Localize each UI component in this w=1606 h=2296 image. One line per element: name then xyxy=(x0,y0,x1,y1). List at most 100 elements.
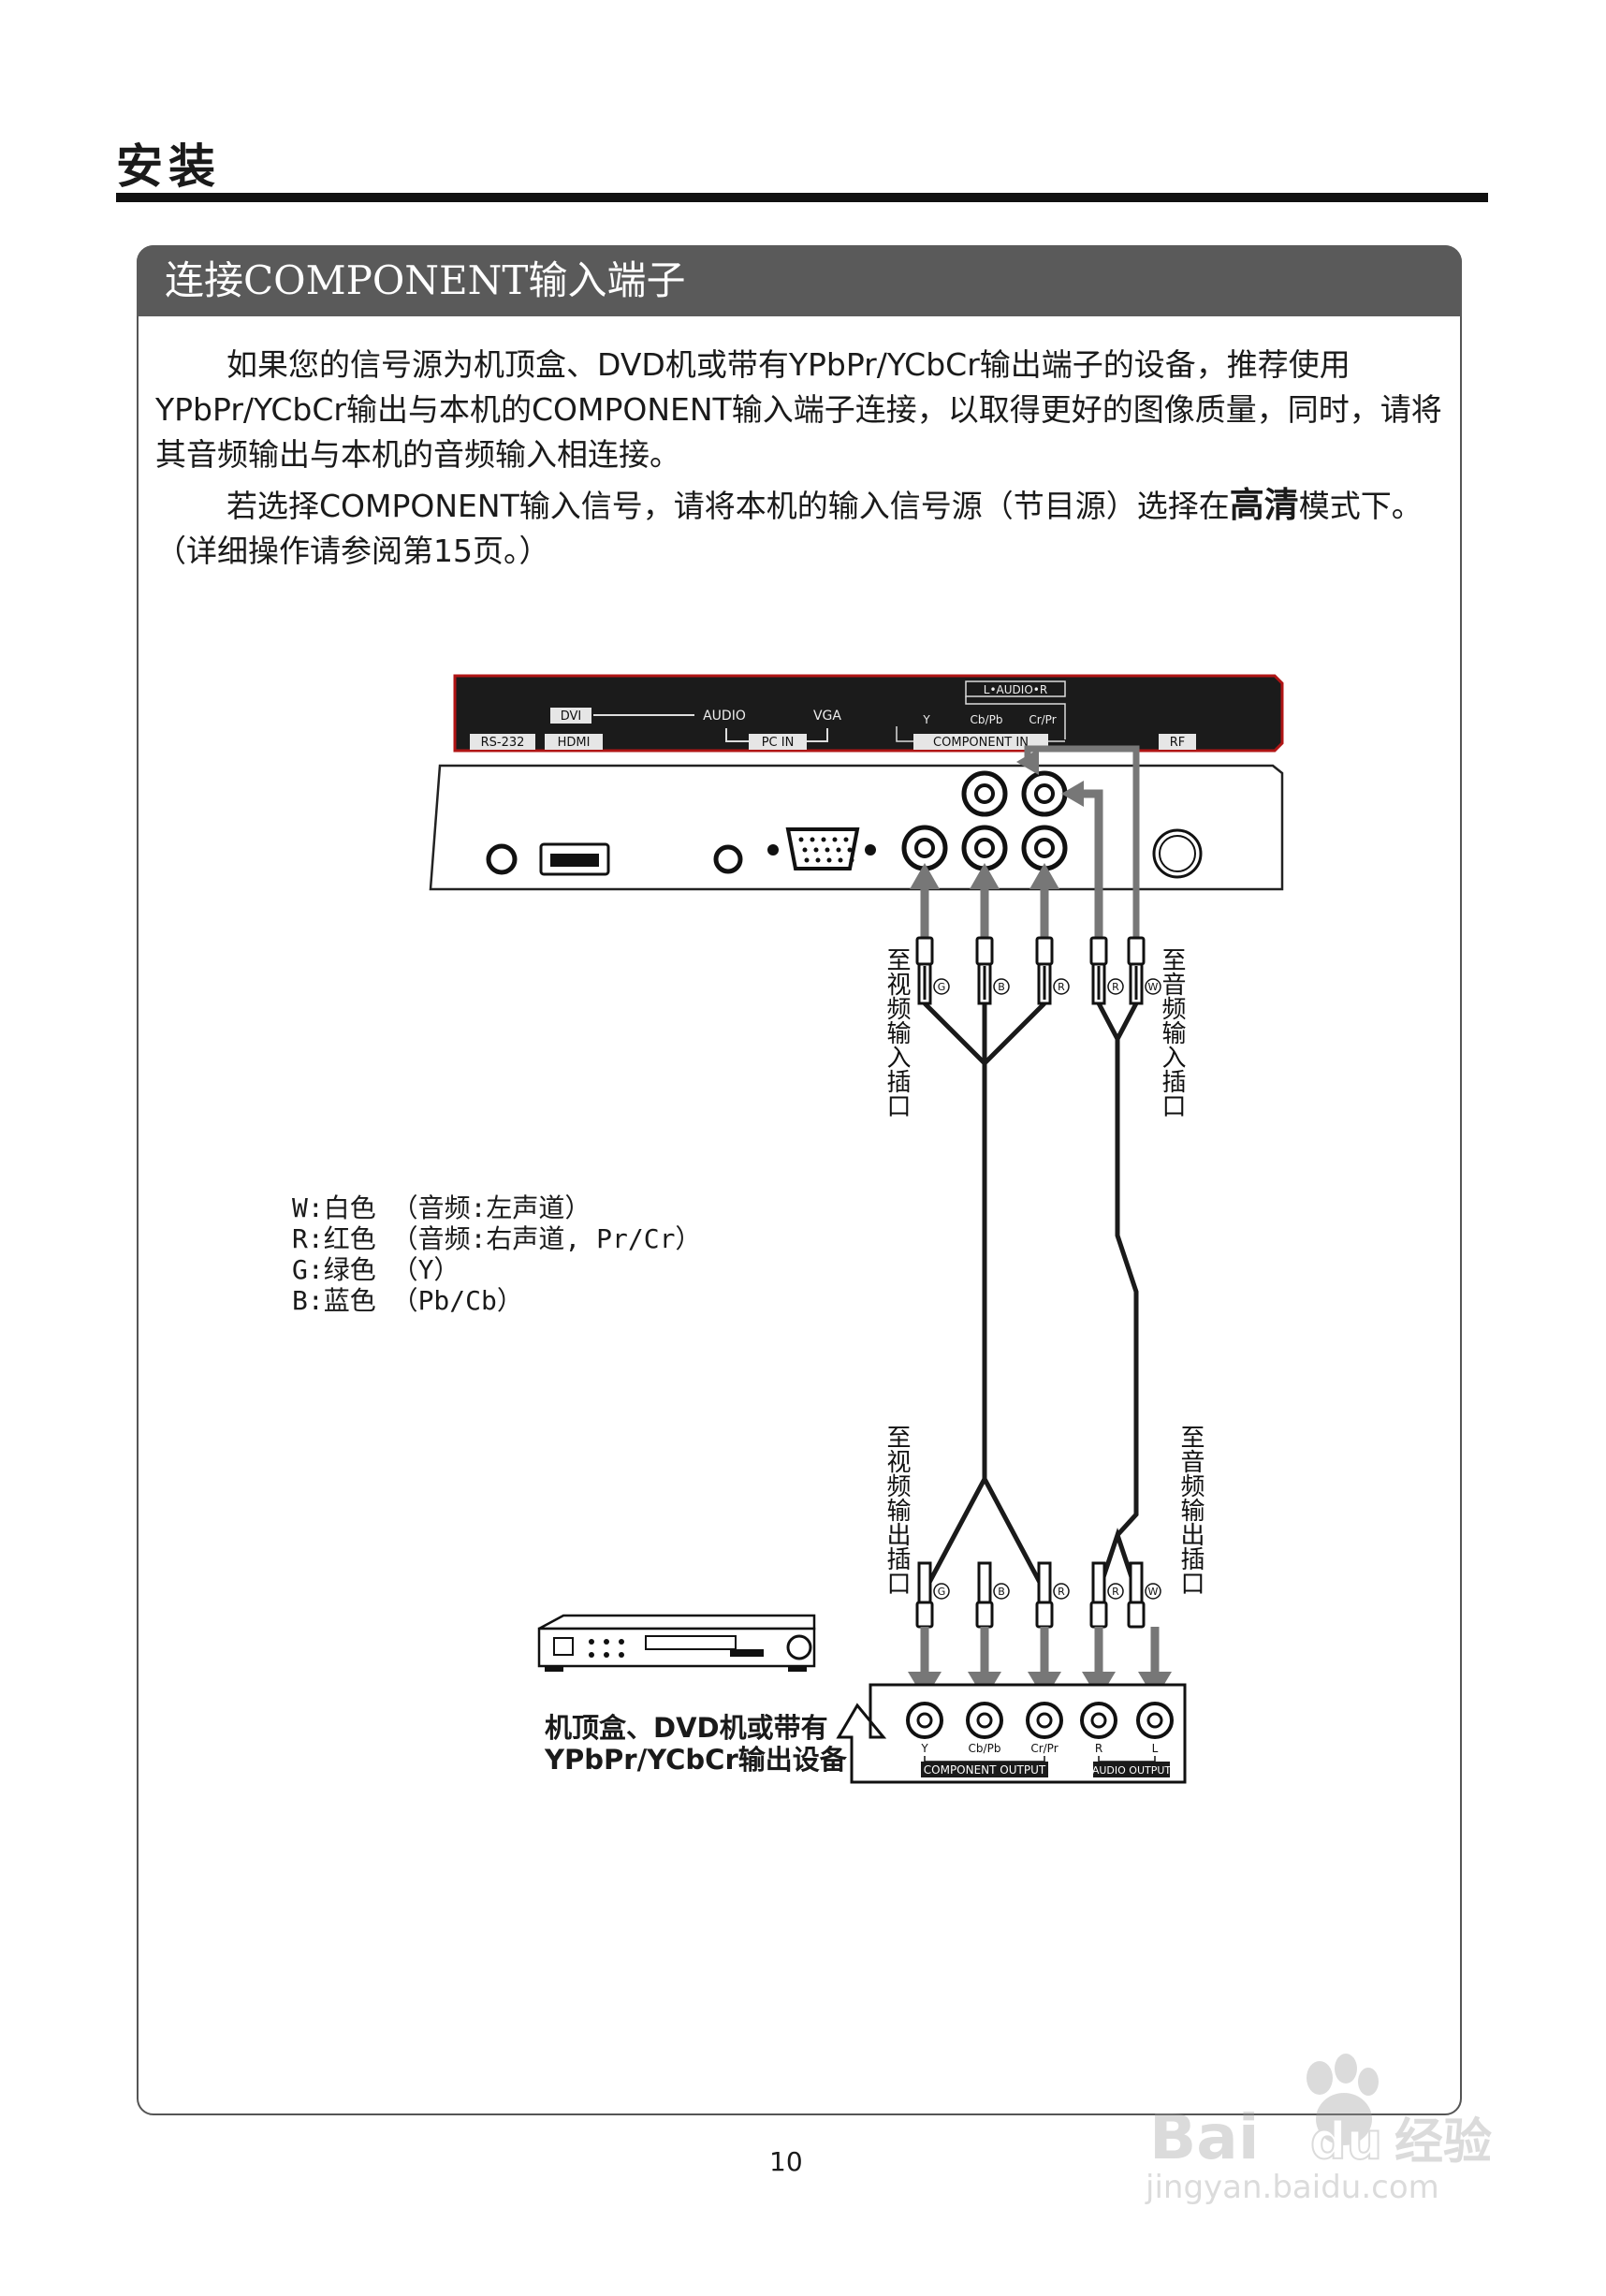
plug-mark-g-bottom: G xyxy=(938,1586,946,1598)
watermark-url: jingyan.baidu.com xyxy=(1145,2169,1439,2206)
cbpb-in-label: Cb/Pb xyxy=(971,713,1003,726)
tv-rca-jacks xyxy=(901,770,1068,871)
vga-screw-left xyxy=(767,844,779,856)
component-in-label-bg xyxy=(913,734,1048,750)
audio-output-label: AUDIO OUTPUT xyxy=(1092,1764,1172,1777)
mode-paragraph: 若选择COMPONENT输入信号，请将本机的输入信号源（节目源）选择在高清模式下… xyxy=(155,483,1443,574)
intro-paragraph: 如果您的信号源为机顶盒、DVD机或带有YPbPr/YCbCr输出端子的设备，推荐… xyxy=(155,346,1442,473)
plug-mark-r-bottom: R xyxy=(1058,1586,1065,1598)
device-output-panel: Y Cb/Pb Cr/Pr R L COMPONENT OUTPUT AUDIO… xyxy=(836,1683,1187,1784)
plug-mark-r-top: R xyxy=(1058,981,1065,993)
legend-text: :蓝色 （Pb/Cb） xyxy=(307,1285,523,1316)
header-rule xyxy=(116,193,1488,202)
hdmi-label: HDMI xyxy=(558,736,591,750)
paw-toe-3 xyxy=(1358,2068,1379,2096)
rf-jack-inner xyxy=(1159,835,1196,872)
dvi-label-bg xyxy=(550,708,591,724)
plug-mark-r2-top: R xyxy=(1112,981,1119,993)
page-number: 10 xyxy=(769,2146,803,2177)
plug-mark-r2-bottom: R xyxy=(1112,1586,1119,1598)
watermark-brand-cn: 经验 xyxy=(1394,2114,1492,2171)
device-caption-line-2: YPbPr/YCbCr输出设备 xyxy=(545,1744,847,1776)
cable-labels: 至视频输入插口 至音频输入插口 至视频输出插口 至音频输出插口 xyxy=(883,947,1204,1595)
legend-text: :红色 （音频:右声道, Pr/Cr） xyxy=(307,1223,702,1254)
vga-pins xyxy=(798,837,854,863)
box-title: 连接COMPONENT输入端子 xyxy=(165,257,686,303)
r-out-label: R xyxy=(1095,1742,1102,1755)
lower-plug-marks: G B R R W xyxy=(933,1583,1161,1600)
video-cable xyxy=(922,1002,1047,1593)
vga-screw-right xyxy=(865,844,876,856)
legend-mark: R xyxy=(292,1223,308,1254)
y-in-label: Y xyxy=(922,713,930,726)
rs232-label: RS-232 xyxy=(481,736,525,750)
component-in-label: COMPONENT IN xyxy=(933,736,1029,750)
rf-label: RF xyxy=(1170,736,1186,750)
mode-highlight: 高清 xyxy=(1229,485,1299,525)
rs232-label-bg xyxy=(470,734,535,750)
section-heading: 安装 xyxy=(116,139,221,194)
device-caption-line-1: 机顶盒、DVD机或带有 xyxy=(545,1712,828,1744)
plug-mark-b-top: B xyxy=(998,981,1005,993)
rs232-jack xyxy=(486,843,518,875)
hdmi-port xyxy=(539,842,610,876)
l-out-label: L xyxy=(1152,1742,1159,1755)
vga-port xyxy=(785,827,860,870)
mode-text-pre: 若选择COMPONENT输入信号，请将本机的输入信号源（节目源）选择在 xyxy=(226,488,1230,524)
cbpb-out-label: Cb/Pb xyxy=(969,1742,1001,1755)
box-title-bar xyxy=(137,245,1462,316)
audio-lr-label: L•AUDIO•R xyxy=(984,683,1047,696)
plug-mark-g-top: G xyxy=(938,981,946,993)
legend-row: B:蓝色 （Pb/Cb） xyxy=(292,1285,701,1316)
crpr-in-label: Cr/Pr xyxy=(1029,713,1056,726)
hdmi-label-bg xyxy=(545,734,603,750)
watermark-brand-2: du xyxy=(1310,2112,1382,2171)
plug-mark-b-bottom: B xyxy=(998,1586,1005,1598)
legend-text: :绿色 （Y） xyxy=(307,1254,460,1285)
pcin-label: PC IN xyxy=(762,736,795,750)
crpr-out-label: Cr/Pr xyxy=(1030,1742,1058,1755)
upper-plugs xyxy=(915,936,1146,1005)
pc-audio-jack xyxy=(713,844,743,874)
lower-plugs xyxy=(915,1561,1146,1629)
tv-input-arrows xyxy=(910,745,1140,938)
plug-mark-w-bottom: W xyxy=(1148,1586,1159,1598)
upper-plug-marks: G B R R W xyxy=(933,978,1161,995)
pcin-label-bg xyxy=(749,734,807,750)
dvi-label: DVI xyxy=(561,709,582,724)
legend-mark: B xyxy=(292,1285,308,1316)
tv-connector-panel xyxy=(429,764,1284,891)
legend-mark: W xyxy=(292,1192,308,1223)
audio-in-label: 至音频输入插口 xyxy=(1158,947,1186,1118)
dvd-player-illustration xyxy=(537,1614,816,1672)
video-in-label: 至视频输入插口 xyxy=(883,947,911,1118)
paw-pad xyxy=(1316,2093,1372,2145)
vga-label: VGA xyxy=(813,709,841,724)
legend-mark: G xyxy=(292,1254,308,1285)
legend-text: :白色 （音频:左声道） xyxy=(307,1192,591,1223)
rf-label-bg xyxy=(1159,734,1196,750)
y-out-label: Y xyxy=(920,1742,928,1755)
audio-out-label: 至音频输出插口 xyxy=(1176,1425,1204,1595)
paw-toe-1 xyxy=(1307,2061,1333,2095)
color-legend: W:白色 （音频:左声道） R:红色 （音频:右声道, Pr/Cr） G:绿色 … xyxy=(292,1192,701,1316)
legend-row: R:红色 （音频:右声道, Pr/Cr） xyxy=(292,1223,701,1254)
legend-row: G:绿色 （Y） xyxy=(292,1254,701,1285)
hdmi-port-inner xyxy=(550,854,599,867)
watermark-brand: Bai xyxy=(1149,2101,1259,2173)
mode-text-post: 模式下。（详细操作请参阅第15页。） xyxy=(155,488,1423,569)
paw-toe-2 xyxy=(1335,2054,1357,2084)
component-output-badge xyxy=(921,1762,1048,1777)
component-output-label: COMPONENT OUTPUT xyxy=(924,1763,1046,1777)
legend-row: W:白色 （音频:左声道） xyxy=(292,1192,701,1223)
audio-cable xyxy=(1096,1002,1139,1592)
audio-output-badge xyxy=(1093,1762,1170,1777)
rf-jack xyxy=(1152,828,1203,879)
tv-label-strip: RS-232 DVI HDMI AUDIO VGA PC IN L•AUDIO•… xyxy=(453,674,1284,753)
video-out-label: 至视频输出插口 xyxy=(883,1425,911,1595)
audio-label: AUDIO xyxy=(703,709,746,724)
baidu-watermark: Bai du 经验 jingyan.baidu.com xyxy=(1145,2054,1492,2206)
plug-mark-w-top: W xyxy=(1148,981,1159,993)
device-caption: 机顶盒、DVD机或带有 YPbPr/YCbCr输出设备 xyxy=(545,1712,847,1776)
